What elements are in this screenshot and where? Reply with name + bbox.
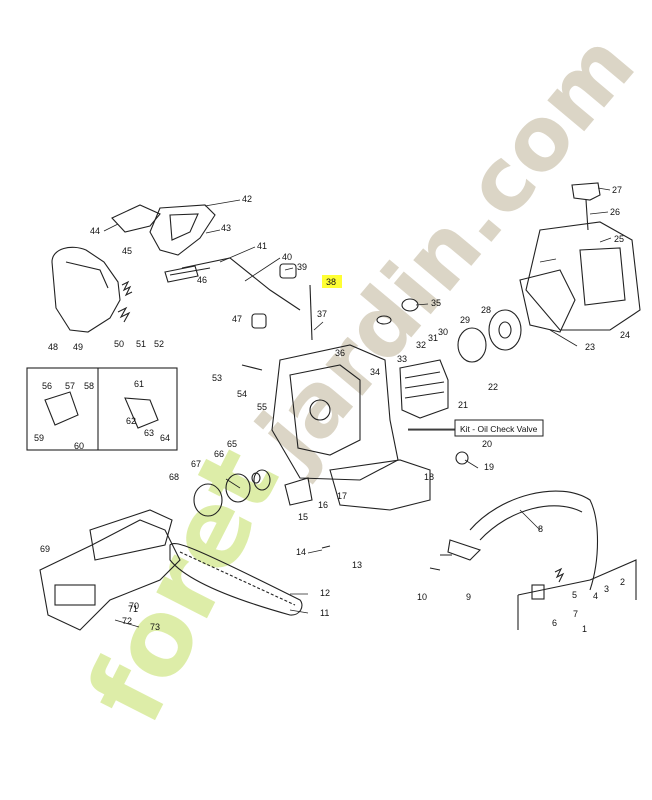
callout-text: Kit - Oil Check Valve	[460, 424, 538, 434]
part-number-47: 47	[232, 314, 242, 324]
part-number-37: 37	[317, 309, 327, 319]
part-number-31: 31	[428, 333, 438, 343]
part-number-2: 2	[620, 577, 625, 587]
part-number-16: 16	[318, 500, 328, 510]
part-number-24: 24	[620, 330, 630, 340]
part-number-61: 61	[134, 379, 144, 389]
part-number-5: 5	[572, 590, 577, 600]
part-number-14: 14	[296, 547, 306, 557]
part-number-33: 33	[397, 354, 407, 364]
part-number-71: 71	[128, 604, 138, 614]
part-number-3: 3	[604, 584, 609, 594]
part-number-46: 46	[197, 275, 207, 285]
part-number-64: 64	[160, 433, 170, 443]
oil-check-valve-callout: Kit - Oil Check Valve	[454, 419, 544, 437]
part-number-65: 65	[227, 439, 237, 449]
part-number-6: 6	[552, 618, 557, 628]
part-number-41: 41	[257, 241, 267, 251]
part-number-45: 45	[122, 246, 132, 256]
part-number-23: 23	[585, 342, 595, 352]
part-number-9: 9	[466, 592, 471, 602]
leader-lines	[103, 187, 612, 628]
part-number-57: 57	[65, 381, 75, 391]
part-number-67: 67	[191, 459, 201, 469]
part-number-60: 60	[74, 441, 84, 451]
part-number-26: 26	[610, 207, 620, 217]
part-number-51: 51	[136, 339, 146, 349]
part-number-7: 7	[573, 609, 578, 619]
part-number-63: 63	[144, 428, 154, 438]
part-number-19: 19	[484, 462, 494, 472]
part-number-43: 43	[221, 223, 231, 233]
part-number-11: 11	[320, 608, 329, 618]
part-number-36: 36	[335, 348, 345, 358]
part-number-49: 49	[73, 342, 83, 352]
part-number-72: 72	[122, 616, 132, 626]
part-number-8: 8	[538, 524, 543, 534]
part-number-42: 42	[242, 194, 252, 204]
part-number-53: 53	[212, 373, 222, 383]
part-number-29: 29	[460, 315, 470, 325]
highlight-part-38	[322, 275, 342, 288]
part-number-17: 17	[337, 491, 347, 501]
part-number-40: 40	[282, 252, 292, 262]
part-number-30: 30	[438, 327, 448, 337]
part-number-59: 59	[34, 433, 44, 443]
watermark-text-left: foret	[64, 429, 304, 741]
part-number-54: 54	[237, 389, 247, 399]
part-number-27: 27	[612, 185, 622, 195]
part-number-12: 12	[320, 588, 330, 598]
part-number-22: 22	[488, 382, 498, 392]
part-number-50: 50	[114, 339, 124, 349]
part-number-52: 52	[154, 339, 164, 349]
part-number-34: 34	[370, 367, 380, 377]
part-labels: 1234567891011121314151617181920212223242…	[34, 185, 630, 634]
part-number-1: 1	[582, 624, 587, 634]
part-number-13: 13	[352, 560, 362, 570]
part-number-62: 62	[126, 416, 136, 426]
part-number-44: 44	[90, 226, 100, 236]
part-number-35: 35	[431, 298, 441, 308]
part-number-39: 39	[297, 262, 307, 272]
part-number-10: 10	[417, 592, 427, 602]
part-number-28: 28	[481, 305, 491, 315]
part-number-68: 68	[169, 472, 179, 482]
part-number-55: 55	[257, 402, 267, 412]
parts-drawing	[26, 182, 641, 631]
part-number-73: 73	[150, 622, 160, 632]
part-number-69: 69	[40, 544, 50, 554]
part-number-32: 32	[416, 340, 426, 350]
part-number-18: 18	[424, 472, 434, 482]
part-number-70: 70	[129, 601, 139, 611]
part-number-66: 66	[214, 449, 224, 459]
part-number-56: 56	[42, 381, 52, 391]
part-number-20: 20	[482, 439, 492, 449]
part-number-21: 21	[458, 400, 468, 410]
part-number-38: 38	[326, 277, 336, 287]
part-number-25: 25	[614, 234, 624, 244]
part-number-15: 15	[298, 512, 308, 522]
part-number-4: 4	[593, 591, 598, 601]
part-number-58: 58	[84, 381, 94, 391]
part-number-48: 48	[48, 342, 58, 352]
